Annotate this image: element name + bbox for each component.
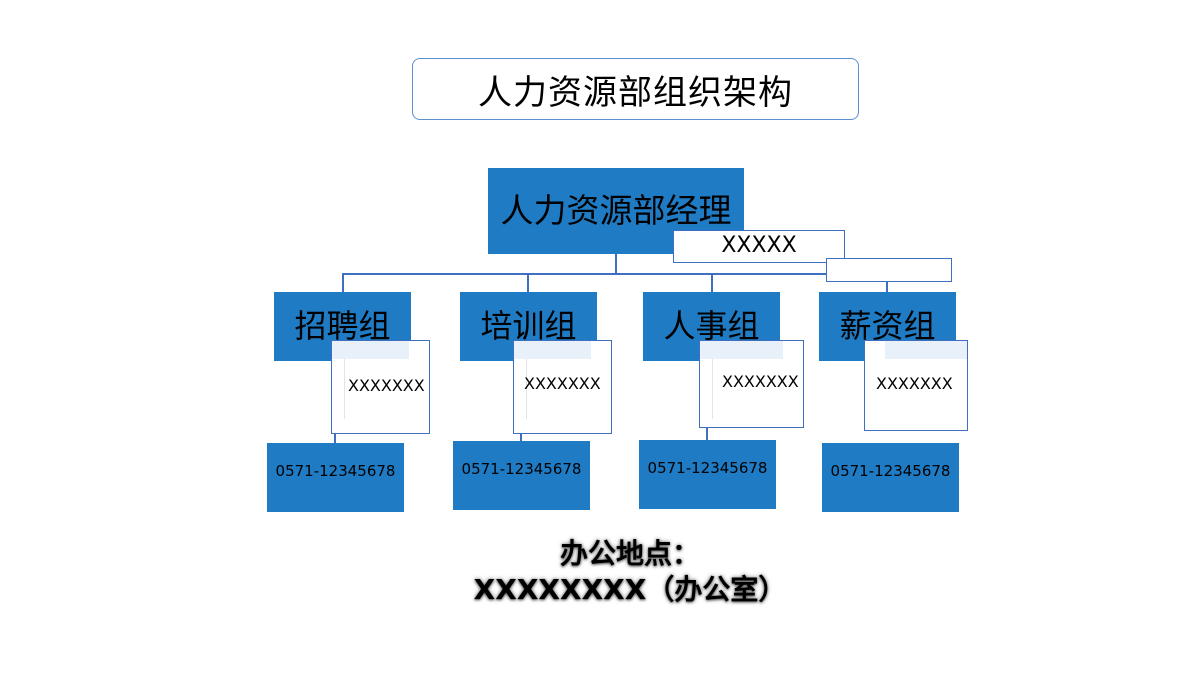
group-detail: XXXXXXX: [348, 376, 425, 395]
office-location: 办公地点： XXXXXXXX（办公室）: [380, 536, 880, 608]
office-location-label: 办公地点：: [559, 537, 700, 570]
group-phone-box-training: 0571-12345678: [453, 441, 590, 510]
group-detail: XXXXXXX: [524, 374, 601, 393]
group-phone-box-recruitment: 0571-12345678: [267, 443, 404, 512]
connector-manager-down: [615, 254, 617, 274]
group-phone: 0571-12345678: [461, 459, 582, 478]
chart-title-text: 人力资源部组织架构: [478, 72, 793, 113]
chart-title: 人力资源部组织架构: [412, 58, 859, 120]
group-phone: 0571-12345678: [275, 461, 396, 480]
group-phone-box-salary: 0571-12345678: [822, 443, 959, 512]
group-detail: XXXXXXX: [876, 374, 953, 393]
office-location-value: XXXXXXXX（办公室）: [473, 573, 787, 606]
connector-salary: [886, 273, 888, 293]
connector-training: [527, 273, 529, 293]
group-detail-box-training: XXXXXXX: [513, 340, 612, 434]
group-phone: 0571-12345678: [647, 458, 768, 477]
connector-recruit: [342, 273, 344, 293]
group-name: 培训组: [480, 307, 577, 345]
group-name: 薪资组: [839, 307, 936, 345]
group-detail-box-salary: XXXXXXX: [864, 340, 968, 431]
manager-detail-box-secondary: [826, 258, 952, 282]
group-detail-box-personnel: XXXXXXX: [699, 340, 804, 428]
manager-detail: XXXXX: [721, 233, 797, 258]
group-detail-box-recruitment: XXXXXXX: [331, 340, 430, 434]
group-name: 招聘组: [294, 307, 391, 345]
manager-detail-box: XXXXX: [673, 230, 845, 263]
connector-personnel: [711, 273, 713, 293]
group-phone-box-personnel: 0571-12345678: [639, 440, 776, 509]
connector-training-phone: [520, 430, 522, 442]
connector-horizontal: [342, 273, 888, 275]
group-phone: 0571-12345678: [830, 461, 951, 480]
manager-label: 人力资源部经理: [500, 191, 732, 230]
group-name: 人事组: [663, 307, 760, 345]
connector-recruit-phone: [334, 433, 336, 445]
connector-personnel-phone: [706, 428, 708, 440]
group-detail: XXXXXXX: [722, 372, 799, 391]
